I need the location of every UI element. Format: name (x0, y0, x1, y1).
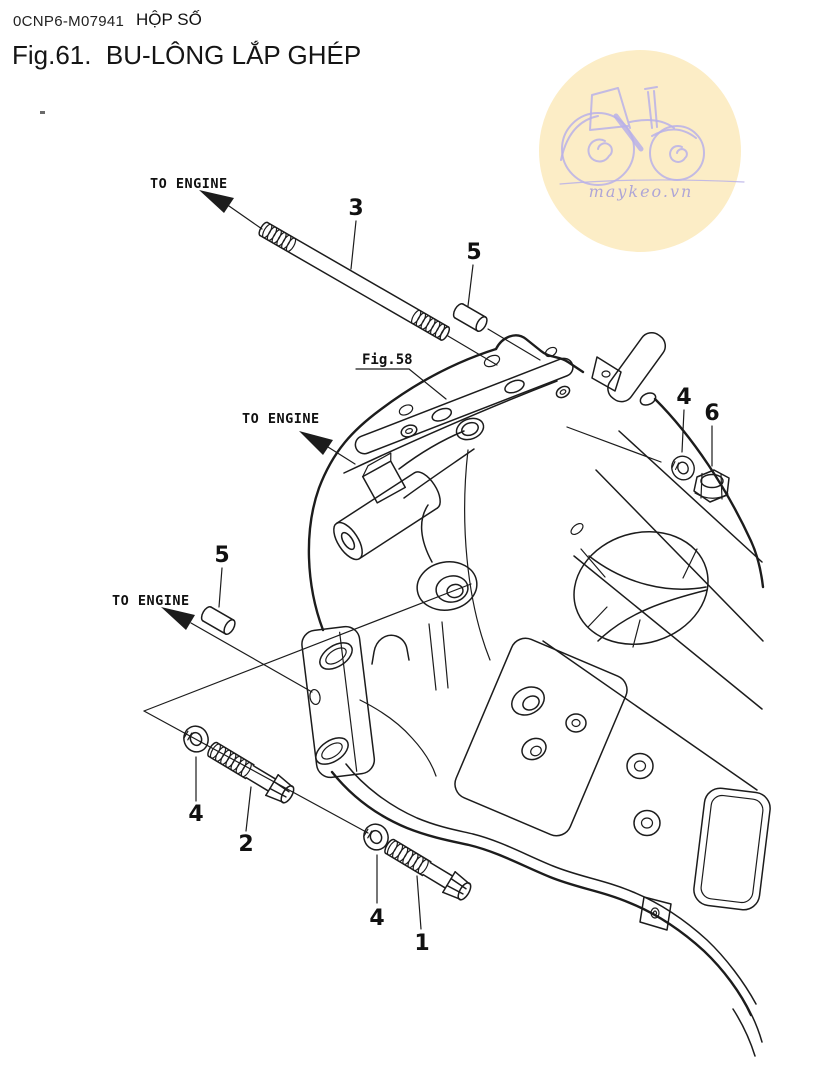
watermark-text: maykeo.vn (589, 182, 694, 201)
doc-code: 0CNP6-M07941 (13, 13, 125, 30)
spring-washer-part4-bottom (359, 819, 393, 855)
hex-bolt-part2 (203, 736, 299, 808)
spring-washer-part4-right (667, 451, 699, 485)
figure-title: Fig.61. BU-LÔNG LẮP GHÉP (12, 40, 362, 70)
dowel-pin-part5-top (450, 301, 490, 334)
callout-4-right: 4 (676, 385, 691, 410)
fig58-reference-label: Fig.58 (362, 352, 413, 368)
hex-bolt-part1 (380, 833, 476, 905)
callout-6: 6 (704, 401, 719, 426)
callout-3: 3 (348, 196, 363, 221)
callout-leaders (195, 220, 713, 930)
stud-bolt-part3 (258, 221, 451, 341)
stray-print-dot (40, 111, 45, 114)
callout-5-left: 5 (214, 543, 229, 568)
tractor-logo-icon (559, 86, 745, 186)
section-title: HỘP SỐ (136, 10, 202, 29)
to-engine-label-top: TO ENGINE (150, 176, 228, 192)
callout-2: 2 (238, 832, 253, 857)
callout-1: 1 (414, 931, 429, 956)
flange-nut-part6 (693, 469, 730, 503)
assembly-axis-lines (143, 328, 662, 834)
callout-4-left: 4 (188, 802, 203, 827)
to-engine-label-left: TO ENGINE (112, 593, 190, 609)
transmission-housing-drawing (301, 332, 771, 1057)
callout-4-bottom: 4 (369, 906, 384, 931)
watermark: maykeo.vn (539, 50, 745, 252)
to-engine-arrows (161, 190, 356, 630)
to-engine-label-mid: TO ENGINE (242, 411, 320, 427)
callout-5-top: 5 (466, 240, 481, 265)
